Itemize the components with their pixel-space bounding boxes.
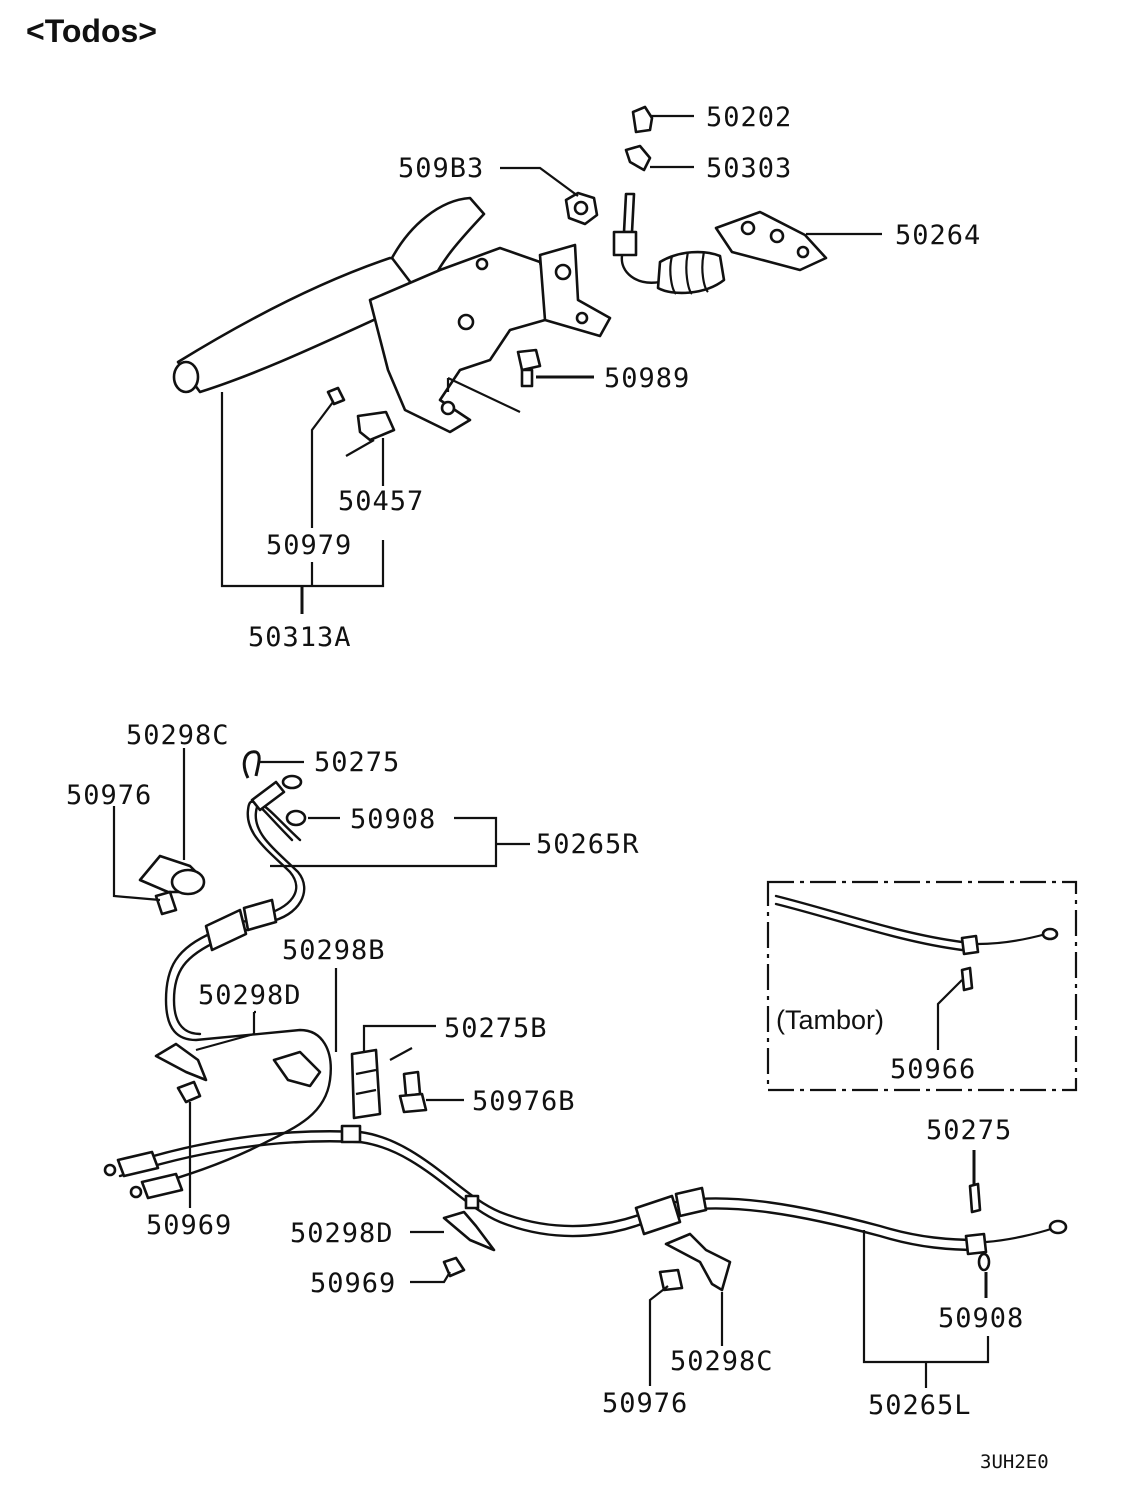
part-label-50303: 50303 <box>706 153 792 184</box>
upper-leader-lines <box>220 114 882 614</box>
figure-code: 3UH2E0 <box>980 1451 1049 1473</box>
part-label-50979: 50979 <box>266 530 352 561</box>
part-label-50298C-top: 50298C <box>126 720 230 751</box>
part-label-50966: 50966 <box>890 1054 976 1085</box>
part-label-50298D-bottom: 50298D <box>290 1218 394 1249</box>
inset-caption: (Tambor) <box>776 1005 884 1035</box>
part-label-50969-bottom: 50969 <box>310 1268 396 1299</box>
part-label-50313A: 50313A <box>248 622 352 653</box>
part-label-50298C-bottom: 50298C <box>670 1346 774 1377</box>
part-label-50976-bottom: 50976 <box>602 1388 688 1419</box>
parking-brake-lever-drawing <box>172 105 828 457</box>
part-label-50298D-top: 50298D <box>198 980 302 1011</box>
part-label-509B3: 509B3 <box>398 153 484 184</box>
tambor-inset <box>766 880 1078 1092</box>
diagram-title: <Todos> <box>26 13 157 49</box>
part-label-50976B: 50976B <box>472 1086 576 1117</box>
part-label-50989: 50989 <box>604 363 690 394</box>
part-label-50275-right: 50275 <box>926 1115 1012 1146</box>
part-label-50275-top: 50275 <box>314 747 400 778</box>
part-label-50265R: 50265R <box>536 829 640 860</box>
lower-leader-lines <box>112 748 990 1388</box>
part-label-50265L: 50265L <box>868 1390 972 1421</box>
part-label-50264: 50264 <box>895 220 981 251</box>
part-label-50969-left: 50969 <box>146 1210 232 1241</box>
part-label-50202: 50202 <box>706 102 792 133</box>
part-label-50976-top: 50976 <box>66 780 152 811</box>
part-label-50457: 50457 <box>338 486 424 517</box>
part-label-50908-top: 50908 <box>350 804 436 835</box>
part-label-50908-right: 50908 <box>938 1303 1024 1334</box>
part-label-50298B: 50298B <box>282 935 386 966</box>
brake-cable-drawing <box>103 750 1068 1292</box>
part-label-50275B: 50275B <box>444 1013 548 1044</box>
